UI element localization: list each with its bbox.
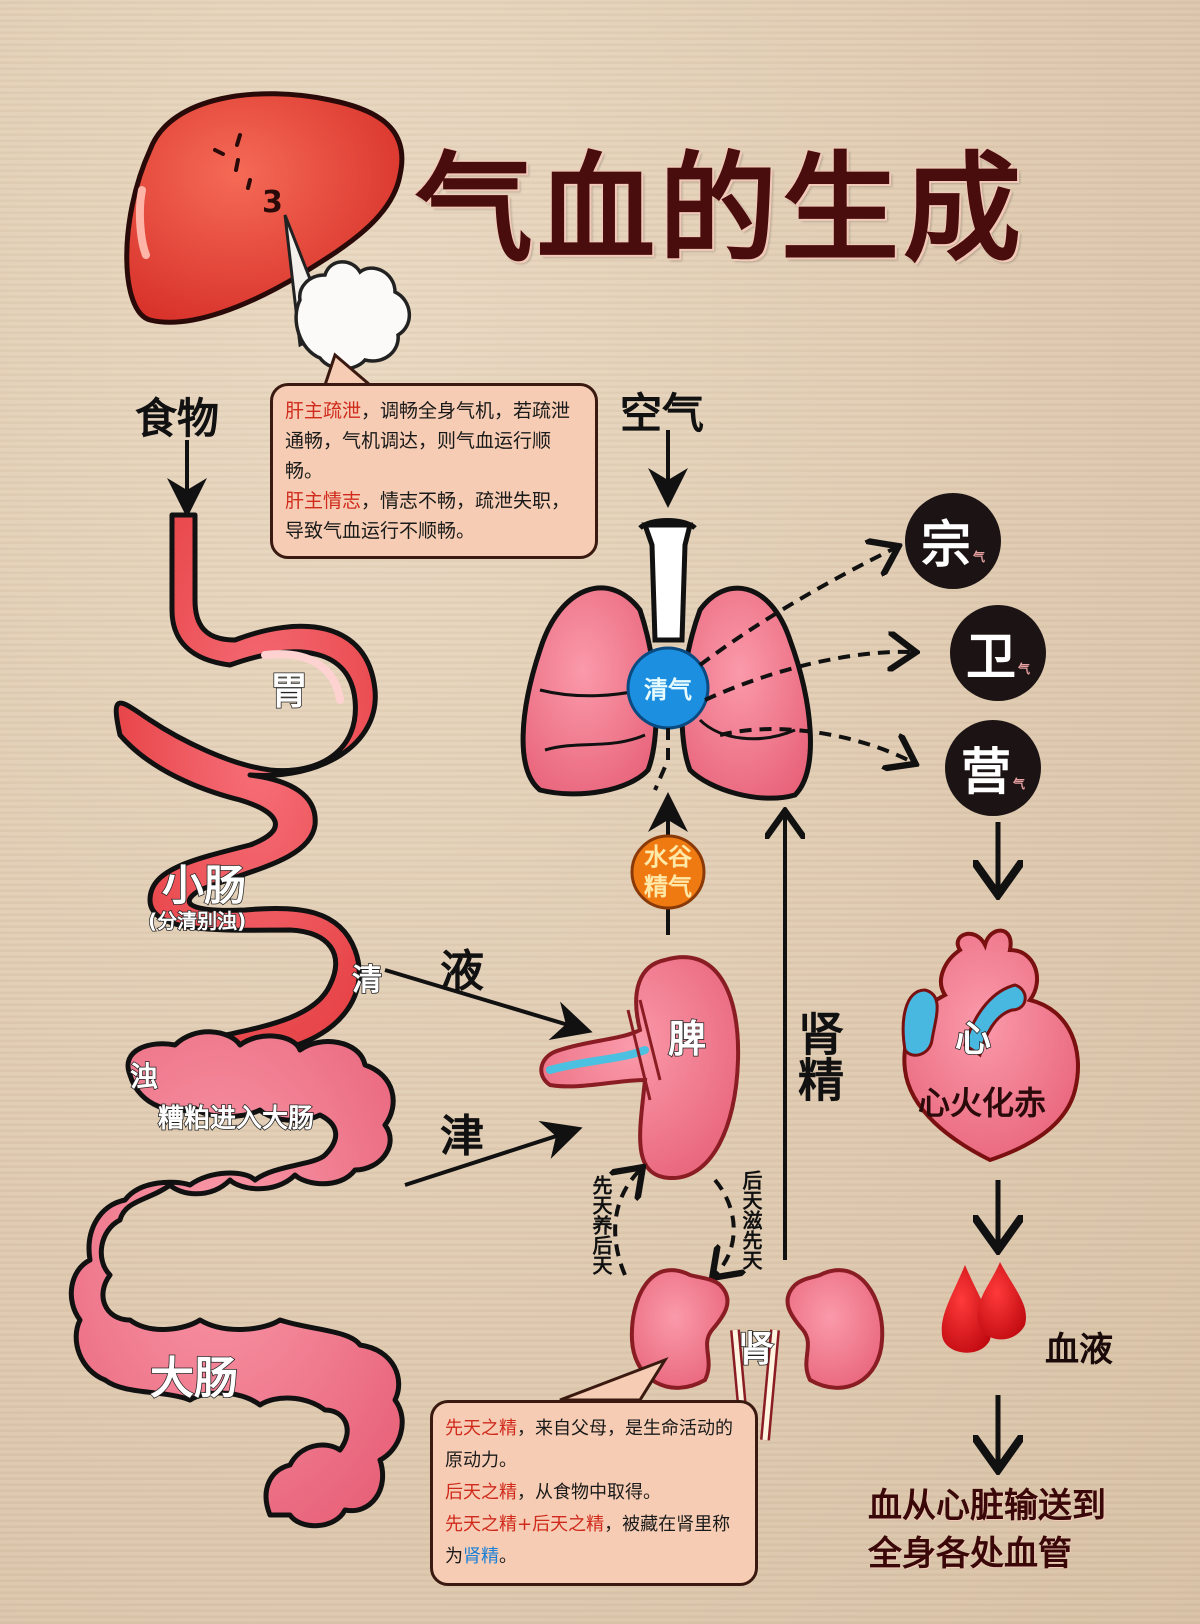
blood-drop-icon (941, 1262, 1026, 1353)
air-label: 空气 (620, 389, 705, 438)
clear-label: 清 (351, 962, 383, 999)
large-intestine-illustration (68, 1029, 405, 1529)
kidney-bubble-period: 。 (499, 1546, 517, 1567)
liver-emotion-text: ，情志不畅，疏泄失职，导致气血运行不顺畅。 (285, 490, 571, 542)
heart-label: 心 (954, 1018, 992, 1061)
blood-transport-line1: 血从心脏输送到 (868, 1486, 1106, 1526)
zong-qi-suffix: 气 (972, 549, 985, 564)
combined-essence-highlight: 先天之精+后天之精 (445, 1514, 605, 1535)
heart-fire-label: 心火化赤 (918, 1084, 1047, 1122)
ying-qi-suffix: 气 (1012, 776, 1025, 791)
stomach-label: 胃 (269, 668, 309, 714)
stomach-illustration (113, 512, 378, 1093)
grain-essence-line1: 水谷 (644, 843, 692, 871)
jin-arrow (404, 1120, 583, 1187)
xiantian-nourish-label: 先天养后天 (589, 1175, 613, 1275)
acquired-essence-highlight: 后天之精 (445, 1482, 517, 1503)
dregs-label: 糟粕进入大肠 (157, 1103, 315, 1135)
liver-dispersion-text: ，调畅全身气机，若疏泄通畅，气机调达，则气血运行顺畅。 (285, 400, 571, 482)
liver-info-bubble: 肝主疏泄，调畅全身气机，若疏泄通畅，气机调达，则气血运行顺畅。 肝主情志，情志不… (270, 383, 598, 559)
ying-qi-circle: 营气 (945, 720, 1041, 816)
small-intestine-label: 小肠 (161, 860, 247, 911)
grain-essence-label: 水谷 精气 (632, 842, 704, 902)
kidney-bubble-tail (559, 1357, 669, 1402)
kidney-info-bubble: 先天之精，来自父母，是生命活动的原动力。 后天之精，从食物中取得。 先天之精+后… (430, 1400, 758, 1586)
qi-dashed-arrows (653, 548, 912, 791)
houtian-nourish-label: 后天滋先天 (739, 1170, 763, 1270)
turbid-label: 浊 (129, 1059, 159, 1094)
acquired-essence-text: ，从食物中取得。 (517, 1482, 661, 1503)
wei-qi-circle: 卫气 (950, 605, 1046, 701)
jin-label: 津 (440, 1111, 484, 1162)
liver-illustration: 3 (124, 91, 411, 371)
svg-text:3: 3 (262, 185, 283, 220)
spleen-illustration (539, 955, 741, 1181)
ye-arrow (384, 968, 593, 1040)
clear-qi-label: 清气 (644, 676, 692, 704)
small-intestine-note: (分清别浊) (147, 908, 247, 934)
innate-essence-highlight: 先天之精 (445, 1418, 517, 1439)
blood-label: 血液 (1045, 1330, 1113, 1370)
blood-transport-line2: 全身各处血管 (868, 1534, 1072, 1574)
wei-qi-name: 卫 (965, 628, 1016, 686)
page-title: 气血的生成 (415, 140, 1026, 278)
heart-illustration (901, 928, 1080, 1163)
kidneys-illustration (629, 1268, 885, 1441)
kidney-essence-label: 肾精 (791, 1010, 845, 1102)
ying-qi-name: 营 (960, 743, 1011, 801)
kidney-essence-highlight: 肾精 (463, 1546, 499, 1567)
wei-qi-suffix: 气 (1017, 661, 1030, 676)
xiantian-arrow (615, 1170, 640, 1276)
combined-essence-text: ，被藏在肾里称为 (445, 1514, 731, 1567)
liver-dispersion-highlight: 肝主疏泄 (285, 400, 362, 422)
spleen-label: 脾 (667, 1016, 707, 1062)
lungs-illustration (520, 518, 813, 801)
kidney-label: 肾 (737, 1328, 775, 1371)
zong-qi-circle: 宗气 (905, 493, 1001, 589)
innate-essence-text: ，来自父母，是生命活动的原动力。 (445, 1418, 733, 1471)
grain-essence-line2: 精气 (644, 873, 692, 901)
large-intestine-label: 大肠 (149, 1352, 239, 1405)
ye-label: 液 (440, 946, 484, 997)
grain-essence-circle (630, 834, 706, 910)
blood-transport-text: 血从心脏输送到 全身各处血管 (868, 1482, 1106, 1578)
liver-emotion-highlight: 肝主情志 (285, 490, 362, 512)
houtian-arrow (715, 1178, 734, 1275)
zong-qi-name: 宗 (920, 516, 971, 574)
food-label: 食物 (135, 394, 220, 443)
